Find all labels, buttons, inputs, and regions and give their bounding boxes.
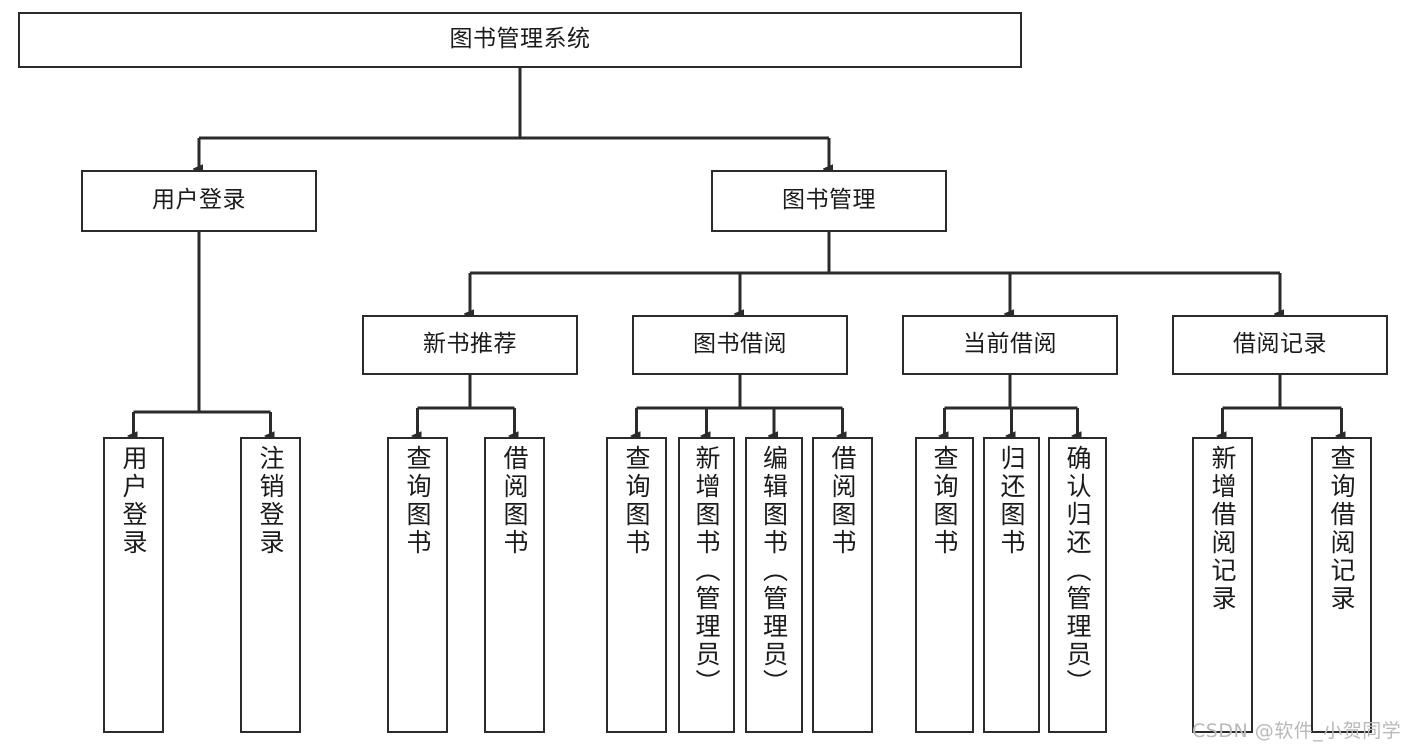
node-book-manage: 图书管理 (711, 170, 947, 232)
node-label-leaf-query-book-3: 查询图书 (930, 445, 959, 557)
node-leaf-query-book-2: 查询图书 (606, 437, 667, 733)
node-label-leaf-edit-book: 编辑图书（管理员） (759, 445, 789, 697)
node-leaf-logout: 注销登录 (240, 437, 301, 733)
node-label-leaf-add-record: 新增借阅记录 (1208, 445, 1237, 613)
node-leaf-query-record: 查询借阅记录 (1311, 437, 1372, 733)
node-label-leaf-query-record: 查询借阅记录 (1327, 445, 1356, 613)
node-label-borrow-record: 借阅记录 (1233, 331, 1327, 358)
node-label-leaf-confirm-return: 确认归还（管理员） (1063, 445, 1092, 697)
node-leaf-user-login: 用户登录 (103, 437, 164, 733)
node-label-new-book-rec: 新书推荐 (423, 331, 517, 358)
node-label-leaf-borrow-book-2: 借阅图书 (828, 445, 857, 557)
node-book-borrow: 图书借阅 (632, 315, 848, 375)
node-label-leaf-query-book-2: 查询图书 (622, 445, 651, 557)
node-root: 图书管理系统 (18, 12, 1022, 68)
node-label-leaf-query-book-1: 查询图书 (403, 445, 432, 557)
node-leaf-borrow-book-1: 借阅图书 (484, 437, 545, 733)
node-label-book-borrow: 图书借阅 (693, 331, 787, 358)
edge-paths (134, 68, 1342, 436)
node-borrow-record: 借阅记录 (1172, 315, 1388, 375)
node-label-leaf-user-login: 用户登录 (119, 445, 148, 557)
node-leaf-edit-book: 编辑图书（管理员） (745, 437, 803, 733)
node-label-book-manage: 图书管理 (782, 187, 876, 214)
node-leaf-query-book-3: 查询图书 (915, 437, 974, 733)
node-user-login: 用户登录 (81, 170, 317, 232)
node-new-book-rec: 新书推荐 (362, 315, 578, 375)
node-leaf-add-book: 新增图书（管理员） (678, 437, 735, 733)
node-leaf-add-record: 新增借阅记录 (1192, 437, 1253, 733)
node-label-leaf-logout: 注销登录 (256, 445, 285, 557)
node-label-leaf-borrow-book-1: 借阅图书 (500, 445, 529, 557)
node-label-current-borrow: 当前借阅 (963, 331, 1057, 358)
node-leaf-borrow-book-2: 借阅图书 (812, 437, 873, 733)
node-leaf-query-book-1: 查询图书 (387, 437, 448, 733)
node-label-root: 图书管理系统 (449, 26, 591, 53)
csdn-watermark: CSDN @软件_小贺同学 (1192, 720, 1402, 742)
node-label-leaf-add-book: 新增图书（管理员） (692, 445, 721, 697)
node-leaf-confirm-return: 确认归还（管理员） (1048, 437, 1107, 733)
node-label-leaf-return-book: 归还图书 (997, 445, 1026, 557)
node-current-borrow: 当前借阅 (902, 315, 1118, 375)
node-leaf-return-book: 归还图书 (983, 437, 1040, 733)
node-label-user-login: 用户登录 (152, 187, 246, 214)
